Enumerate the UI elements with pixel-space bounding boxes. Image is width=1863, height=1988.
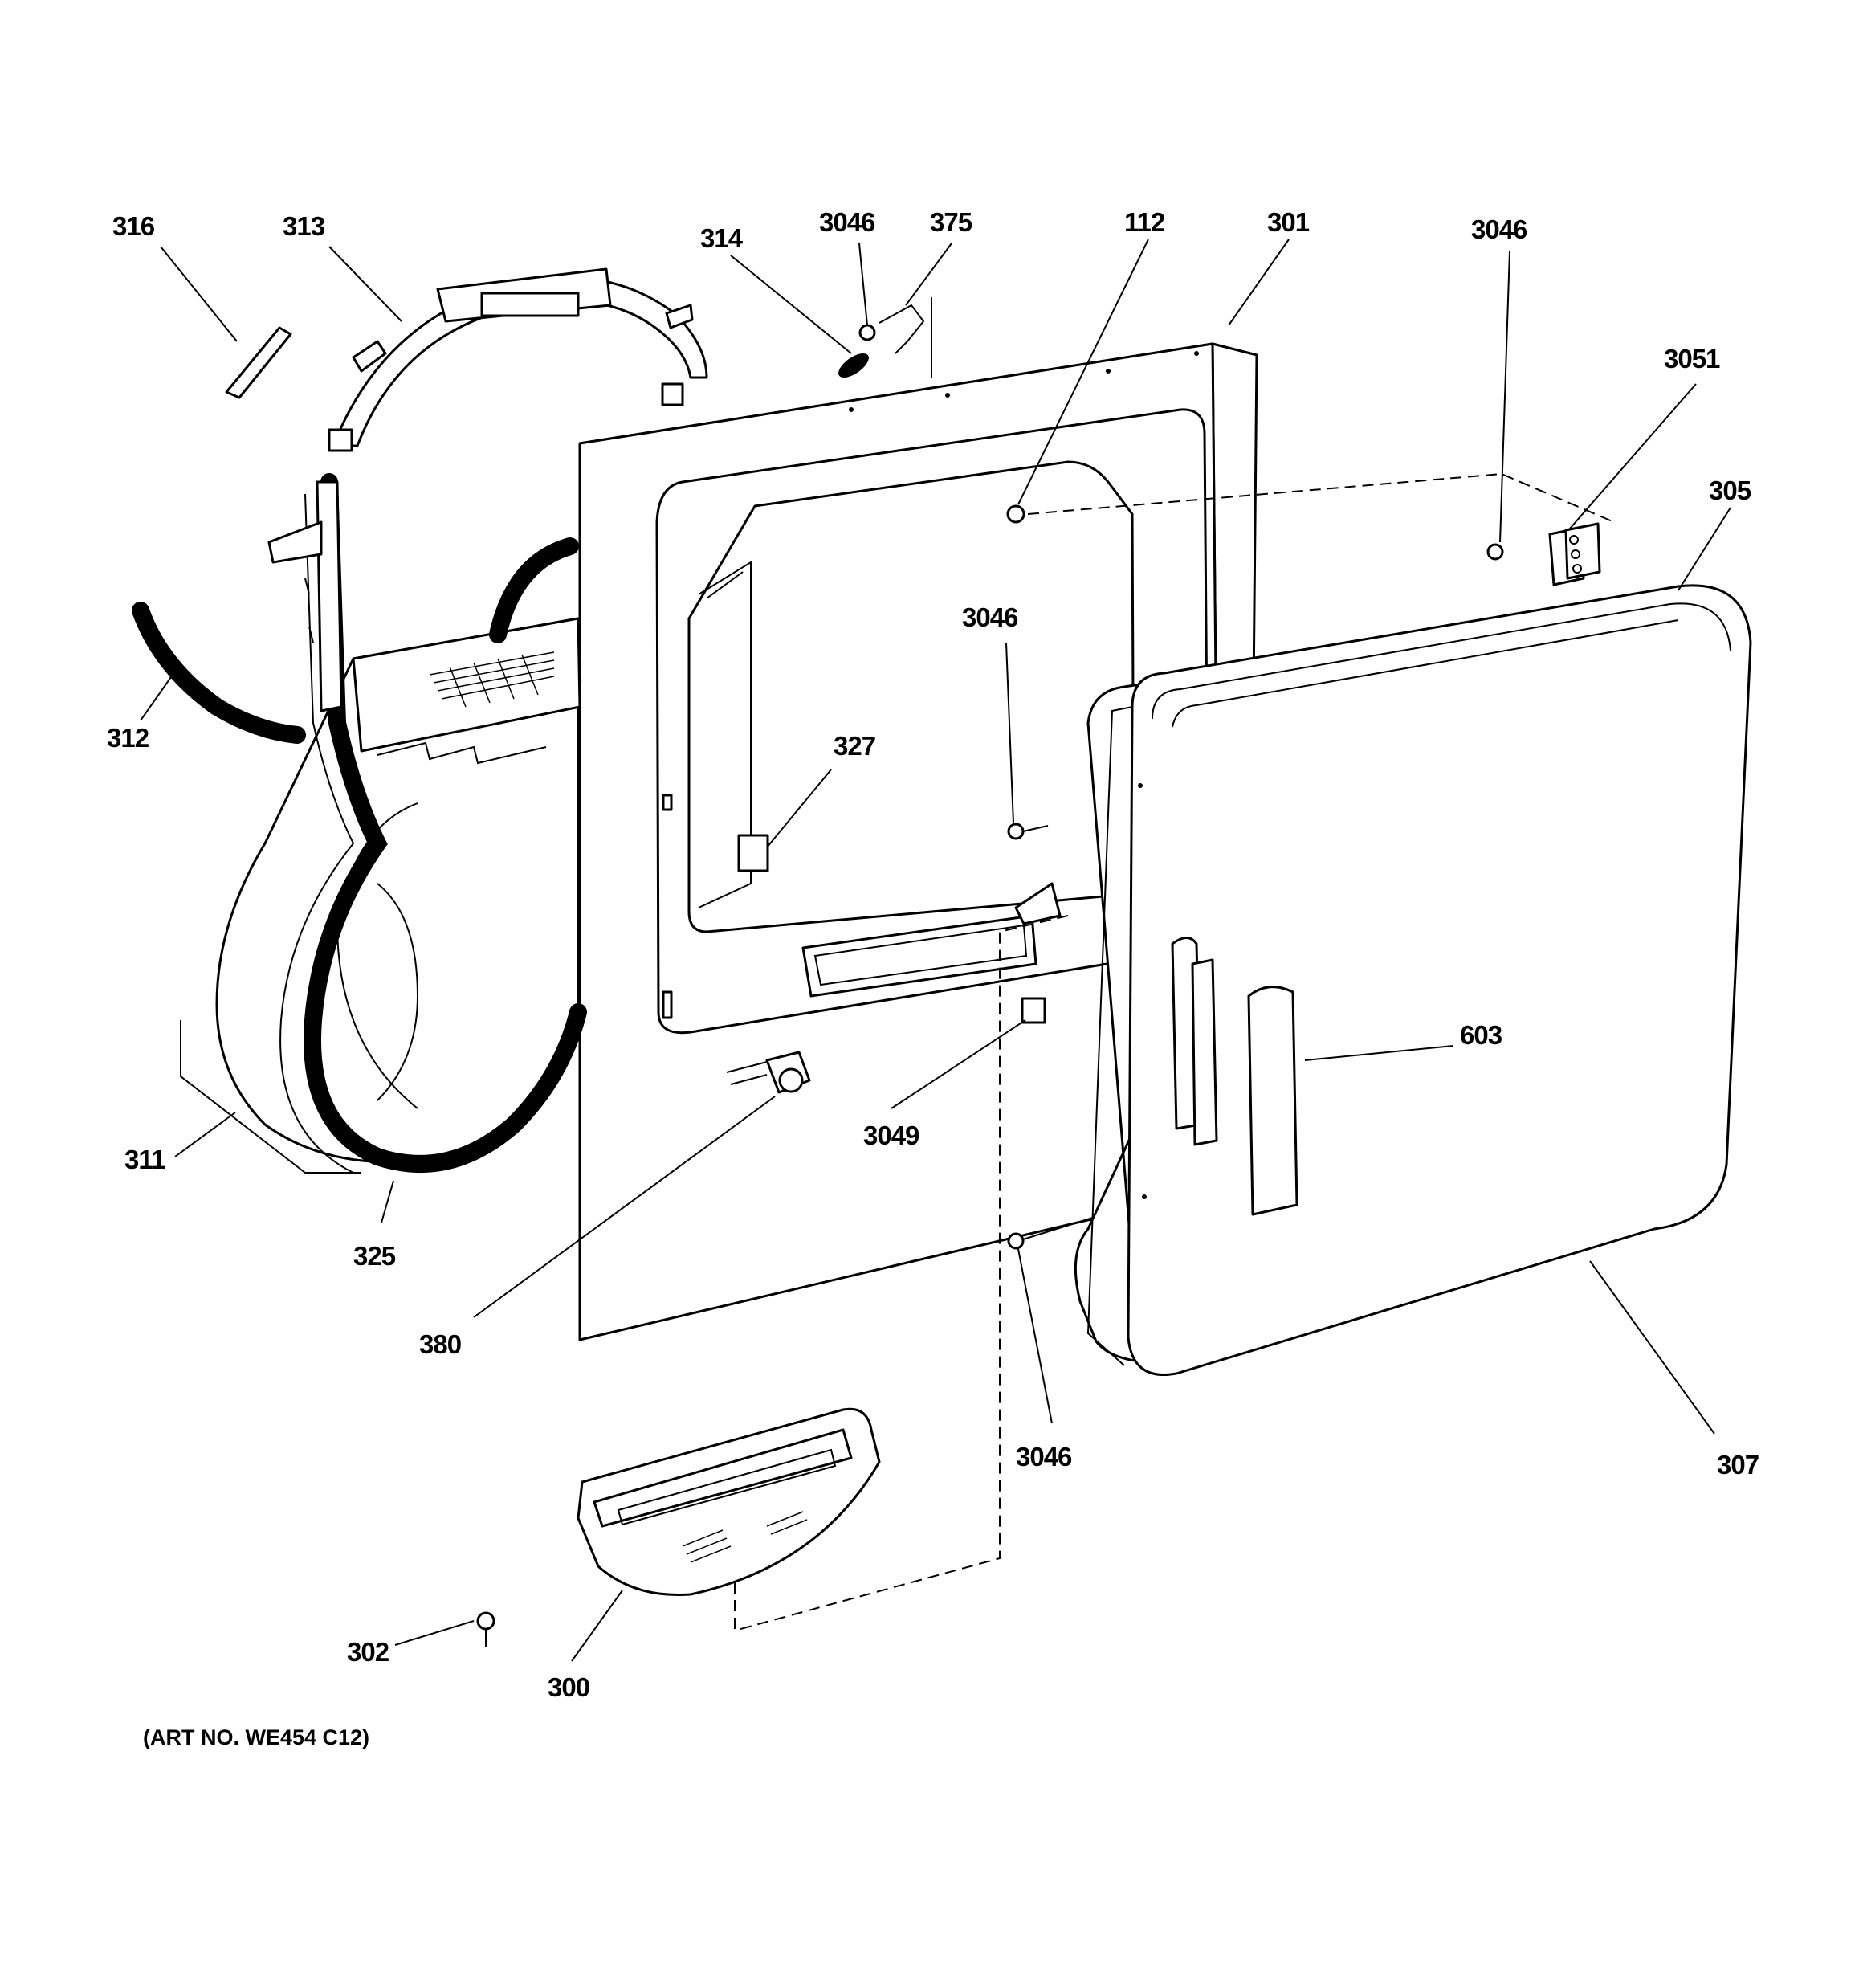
callout-300: 300 [548, 1672, 589, 1702]
callout-3051: 3051 [1664, 344, 1720, 374]
callout-307: 307 [1717, 1450, 1759, 1480]
art-number-caption: (ART NO. WE454 C12) [143, 1725, 369, 1749]
door-switch-380 [726, 1051, 811, 1094]
callout-301: 301 [1267, 207, 1310, 237]
callout-labels: 316 313 314 3046 375 112 301 3046 3051 3… [107, 207, 1759, 1702]
drum-seal-312 [132, 537, 579, 744]
callout-3046-top-left: 3046 [819, 207, 875, 237]
callout-311: 311 [124, 1145, 165, 1174]
hinge-3051 [1486, 522, 1601, 586]
callout-3046-center: 3046 [962, 602, 1018, 632]
bulkhead-mesh [429, 651, 555, 708]
top-duct-313 [328, 267, 708, 452]
alignment-lines [734, 472, 1615, 1631]
door-305-307 [1074, 584, 1752, 1376]
front-panel-301 [578, 342, 1258, 1341]
bulkhead-assembly-311 [215, 617, 581, 1164]
latch-327 [737, 834, 769, 872]
sensor-314-375 [838, 297, 932, 378]
label-316 [225, 326, 292, 399]
callout-302: 302 [347, 1637, 389, 1667]
lint-filter-300 [577, 1407, 881, 1597]
callout-314: 314 [700, 223, 744, 253]
support-bracket [267, 480, 343, 712]
callout-313: 313 [283, 211, 325, 241]
callout-375: 375 [930, 207, 972, 237]
leader-lines [140, 239, 1731, 1662]
seal-325 [279, 473, 587, 1174]
screw-3046-frame [1007, 823, 1049, 840]
strike-3049 [1021, 997, 1046, 1024]
callout-3046-top-right: 3046 [1471, 214, 1527, 244]
callout-603: 603 [1460, 1020, 1502, 1050]
callout-3046-bottom: 3046 [1016, 1442, 1072, 1472]
callout-325: 325 [353, 1241, 396, 1271]
callout-312: 312 [107, 723, 149, 753]
callout-380: 380 [419, 1329, 461, 1359]
screw-302 [476, 1611, 495, 1647]
callout-112: 112 [1124, 207, 1165, 237]
callout-327: 327 [834, 731, 875, 761]
bumper-112 [1006, 504, 1025, 524]
callout-305: 305 [1709, 476, 1751, 505]
callout-3049: 3049 [863, 1121, 919, 1150]
callout-316: 316 [112, 211, 155, 241]
